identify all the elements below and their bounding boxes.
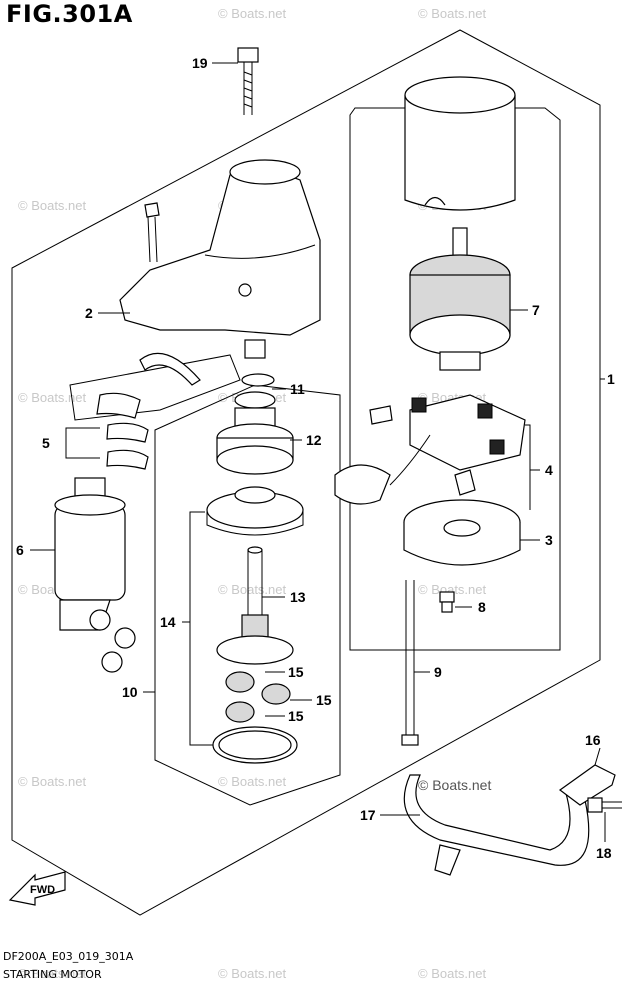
callout-6: 6 xyxy=(16,542,24,558)
yoke-cover xyxy=(404,76,516,211)
bolt-8 xyxy=(439,591,455,613)
watermark: © Boats.net xyxy=(218,966,287,981)
watermark: © Boats.net xyxy=(418,582,487,597)
solenoid-6 xyxy=(54,477,136,673)
callout-12: 12 xyxy=(306,432,322,448)
watermark-prominent: © Boats.net xyxy=(418,777,491,793)
watermark: © Boats.net xyxy=(418,6,487,21)
ring-11 xyxy=(234,373,276,409)
callout-11: 11 xyxy=(290,381,305,397)
watermark: © Boats.net xyxy=(18,774,87,789)
callout-16: 16 xyxy=(585,732,601,748)
watermark: © Boats.net xyxy=(218,774,287,789)
figure-title: FIG.301A xyxy=(6,0,133,28)
fwd-arrow: FWD xyxy=(8,871,66,906)
gear-case-14 xyxy=(206,486,304,536)
assembly-outline xyxy=(11,29,601,916)
callout-5: 5 xyxy=(42,435,50,451)
shaft-13 xyxy=(216,546,294,665)
callout-8: 8 xyxy=(478,599,486,615)
watermark: © Boats.net xyxy=(18,198,87,213)
watermark: © Boats.net xyxy=(218,582,287,597)
callout-4: 4 xyxy=(545,462,553,478)
planet-gear-15 xyxy=(225,671,291,723)
callout-2: 2 xyxy=(85,305,93,321)
armature-7 xyxy=(409,227,511,371)
callout-19: 19 xyxy=(192,55,208,71)
callout-7: 7 xyxy=(532,302,540,318)
callout-1: 1 xyxy=(607,371,615,387)
fwd-label: FWD xyxy=(30,884,55,896)
watermark: © Boats.net xyxy=(18,966,87,981)
solenoid-group-outline xyxy=(69,354,241,421)
watermark: © Boats.net xyxy=(18,390,87,405)
through-bolt-9 xyxy=(401,580,419,746)
callout-15: 15 xyxy=(288,708,304,724)
figure-name: STARTING MOTOR xyxy=(3,968,102,981)
bolt-19 xyxy=(237,47,259,115)
callout-15: 15 xyxy=(288,664,304,680)
watermark: © Boats.net xyxy=(218,6,287,21)
watermark: © Boats.net xyxy=(418,966,487,981)
end-frame-3 xyxy=(403,499,521,566)
callout-3: 3 xyxy=(545,532,553,548)
ring-10 xyxy=(212,726,298,764)
bracket-16 xyxy=(558,764,616,806)
leader-lines xyxy=(30,62,606,842)
callout-10: 10 xyxy=(122,684,138,700)
callout-15: 15 xyxy=(316,692,332,708)
callout-17: 17 xyxy=(360,807,376,823)
solenoid-parts-5 xyxy=(96,352,201,470)
callout-13: 13 xyxy=(290,589,306,605)
callouts: 19 2 11 12 5 6 13 14 15 15 15 10 7 1 4 3… xyxy=(16,55,615,861)
pinion-12 xyxy=(216,407,294,475)
armature-group-outline xyxy=(349,107,561,651)
housing-2 xyxy=(119,159,321,359)
figure-code: DF200A_E03_019_301A xyxy=(3,950,134,963)
bolt-18 xyxy=(587,797,622,813)
brush-holder-4 xyxy=(334,394,526,505)
callout-9: 9 xyxy=(434,664,442,680)
callout-18: 18 xyxy=(596,845,612,861)
callout-14: 14 xyxy=(160,614,176,630)
